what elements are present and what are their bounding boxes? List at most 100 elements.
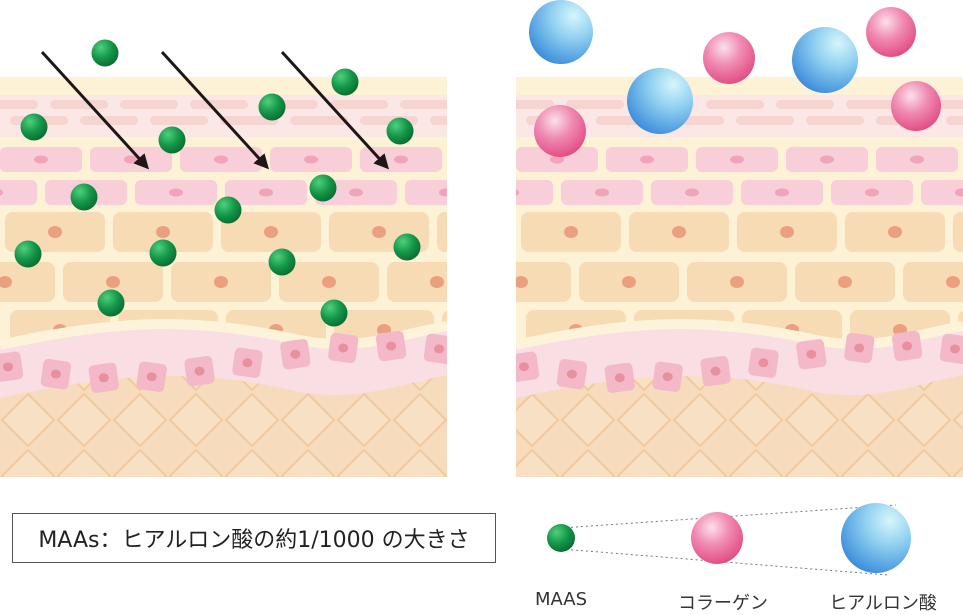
- epidermis-cell: [437, 212, 447, 252]
- cell-nucleus: [950, 344, 960, 354]
- cell-nucleus: [780, 226, 794, 238]
- cell-nucleus: [622, 276, 636, 288]
- maas-particle: [149, 239, 177, 267]
- cell-nucleus: [194, 366, 205, 376]
- epidermis-cell: [387, 262, 447, 302]
- cell-nucleus: [485, 324, 499, 336]
- cell-nucleus: [0, 189, 3, 196]
- maas-particle: [386, 117, 414, 145]
- cell-nucleus: [169, 188, 183, 197]
- cell-nucleus: [710, 366, 721, 376]
- stratum-top: [516, 77, 963, 95]
- cell-nucleus: [730, 276, 744, 288]
- flat-cell: [50, 100, 108, 109]
- cell-nucleus: [838, 276, 852, 288]
- maas-particle: [214, 196, 242, 224]
- cell-nucleus: [662, 372, 673, 382]
- cell-nucleus: [806, 349, 817, 359]
- cell-nucleus: [566, 369, 577, 379]
- cell-nucleus: [98, 373, 109, 383]
- legend-guide-top: [560, 504, 897, 529]
- cell-nucleus: [156, 226, 170, 238]
- maas-particle: [70, 183, 98, 211]
- cell-nucleus: [242, 358, 253, 368]
- maas-particle: [309, 174, 337, 202]
- legend-collagen-particle: [691, 512, 743, 564]
- collagen-particle: [866, 7, 916, 57]
- cell-nucleus: [595, 188, 609, 197]
- cell-nucleus: [3, 362, 13, 372]
- cell-nucleus: [264, 226, 278, 238]
- basal-layer: [516, 324, 963, 398]
- size-caption-box: MAAs：ヒアルロン酸の約1/1000 の大きさ: [12, 513, 496, 563]
- cell-nucleus: [672, 226, 686, 238]
- cell-nucleus: [640, 155, 654, 164]
- cell-nucleus: [50, 369, 61, 379]
- large-particles: [529, 0, 941, 157]
- legend-maas-particle: [547, 524, 575, 552]
- cell-nucleus: [775, 188, 789, 197]
- epidermis-cell: [516, 180, 553, 205]
- size-legend: [547, 503, 911, 576]
- cell-nucleus: [430, 276, 444, 288]
- skin-panel-right: [516, 77, 963, 477]
- cell-nucleus: [34, 155, 48, 164]
- maas-particle: [20, 113, 48, 141]
- cell-nucleus: [304, 155, 318, 164]
- cell-nucleus: [48, 226, 62, 238]
- cell-nucleus: [214, 276, 228, 288]
- flat-cell: [120, 100, 178, 109]
- cell-nucleus: [516, 276, 528, 288]
- maas-particle: [14, 240, 42, 268]
- flat-cell: [290, 116, 348, 125]
- cell-nucleus: [820, 155, 834, 164]
- epidermis-cell: [0, 180, 37, 205]
- flat-cell: [736, 116, 794, 125]
- penetration-arrow: [160, 50, 270, 170]
- basal-layer: [0, 324, 447, 398]
- epidermis-cell: [516, 262, 571, 302]
- epidermis-cell: [921, 180, 963, 205]
- legend-label-maas: MAAS: [534, 589, 588, 610]
- cell-nucleus: [394, 155, 408, 164]
- cell-nucleus: [386, 341, 397, 351]
- hyaluronic-particle: [627, 68, 693, 134]
- cell-nucleus: [550, 155, 564, 164]
- cell-nucleus: [614, 373, 625, 383]
- epidermis-cell: [953, 212, 963, 252]
- flat-cell: [706, 100, 764, 109]
- hyaluronic-particle: [792, 27, 858, 93]
- epidermis-cell: [903, 262, 963, 302]
- cell-nucleus: [146, 372, 157, 382]
- penetration-arrows: [40, 50, 390, 170]
- maas-particle: [158, 126, 186, 154]
- flat-cell: [0, 100, 38, 109]
- cell-nucleus: [214, 155, 228, 164]
- maas-particle: [320, 299, 348, 327]
- cell-nucleus: [564, 226, 578, 238]
- cell-nucleus: [484, 156, 498, 164]
- cell-nucleus: [480, 226, 494, 238]
- flat-cell: [946, 116, 963, 125]
- cell-nucleus: [888, 226, 902, 238]
- cell-nucleus: [338, 343, 349, 353]
- cell-nucleus: [955, 188, 963, 197]
- maas-particles: [14, 39, 421, 327]
- flat-cell: [566, 100, 624, 109]
- cell-nucleus: [0, 276, 12, 288]
- flat-cell: [776, 100, 834, 109]
- collagen-particle: [891, 81, 941, 131]
- epidermis-cell: [0, 262, 55, 302]
- epidermis-cell: [405, 180, 447, 205]
- cell-nucleus: [434, 344, 444, 354]
- cell-nucleus: [290, 349, 301, 359]
- cell-nucleus: [758, 358, 769, 368]
- cell-nucleus: [902, 341, 913, 351]
- legend-label-hyaluronic: ヒアルロン酸: [829, 593, 937, 614]
- cell-nucleus: [685, 188, 699, 197]
- cell-nucleus: [865, 188, 879, 197]
- cell-nucleus: [516, 189, 519, 196]
- maas-particle: [268, 248, 296, 276]
- cell-nucleus: [372, 226, 386, 238]
